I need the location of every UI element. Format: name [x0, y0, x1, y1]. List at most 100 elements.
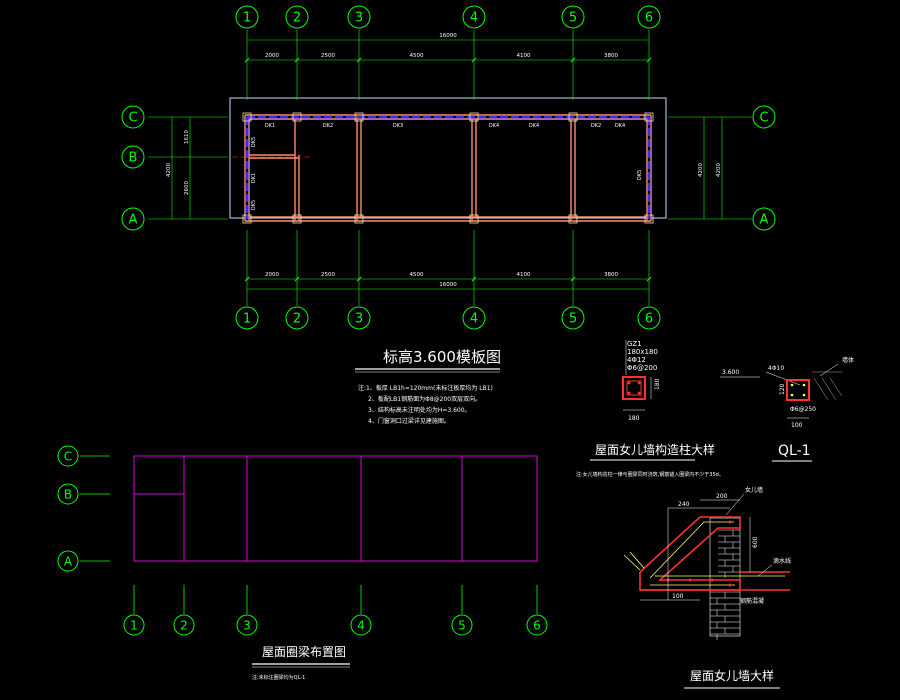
column-detail-note: 注:女儿墙构造柱一律与圈梁同时浇筑,钢筋锚入圈梁内不少于35d。: [576, 471, 724, 478]
ql-stirrup: Φ6@250: [790, 406, 816, 413]
axis-bubble-top-6: 6: [637, 5, 661, 29]
column-detail-title: 屋面女儿墙构造柱大样: [595, 442, 715, 457]
axis-bubble-left-1-label: B: [129, 151, 138, 166]
dim-span-bottom-3: 4100: [517, 272, 531, 278]
dim-right-inner: 4200: [698, 163, 704, 177]
ring-beam-lines: [133, 455, 538, 562]
parapet-dots: [666, 520, 732, 587]
column-square: [292, 214, 302, 224]
axis-bubble-top-4: 4: [462, 5, 486, 29]
column-bars: 4Φ12: [627, 356, 646, 364]
ring-bubble-2: A: [57, 550, 79, 572]
note-line: 注:1、板厚 LB1h=120mm(未标注板厚均为 LB1): [358, 384, 493, 392]
parapet-detail: 200 240 600 100 女儿墙 滴水线 钢筋混凝 屋面女儿墙大样: [623, 486, 791, 689]
slab-outline: [229, 97, 667, 219]
column-square: [644, 112, 654, 122]
dim-span-top-4: 3800: [604, 53, 618, 59]
ring-bubble-x-5: 5: [451, 614, 473, 636]
parapet-dim-top-a: 200: [716, 493, 728, 500]
axis-bubble-top-2: 2: [285, 5, 309, 29]
axis-bubble-top-3: 3: [347, 5, 371, 29]
column-square: [644, 214, 654, 224]
ring-bubble-1-label: B: [64, 487, 72, 501]
slab-edges: [245, 115, 651, 219]
ring-bubble-x-3: 3: [236, 614, 258, 636]
main-title: 标高3.600模板图: [383, 348, 501, 366]
beam-tag: DK4: [489, 123, 499, 129]
axis-bubble-right-c-label: C: [759, 111, 768, 126]
axis-bubble-top-4-label: 4: [470, 11, 478, 26]
ring-bubble-x-1: 1: [123, 614, 145, 636]
ring-plan-note: 注:未标注圈梁均为QL-1: [252, 674, 305, 681]
ql-dim-width: 100: [791, 422, 803, 429]
ql-bars: 4Φ10: [768, 365, 784, 372]
ql-title: QL-1: [778, 443, 811, 459]
axis-bubble-left-0-label: C: [128, 111, 137, 126]
dim-span-bottom-2: 4500: [410, 272, 424, 278]
beam-tag-vertical: DK5: [251, 200, 257, 210]
ring-bubble-x-2-label: 2: [180, 618, 188, 632]
axis-bubble-bottom-3: 3: [347, 306, 371, 330]
beam-tag-vertical: DK5: [637, 170, 643, 180]
dim-span-top-2: 4500: [410, 53, 424, 59]
axis-bubble-right-a-label: A: [760, 213, 769, 228]
column-square: [242, 112, 252, 122]
ql-label-right: 墙体: [842, 356, 854, 364]
ring-bubble-2-label: A: [64, 554, 73, 568]
ring-bubble-0-label: C: [64, 449, 72, 463]
beam-tag: DK4: [529, 123, 539, 129]
axis-bubble-bottom-2: 2: [285, 306, 309, 330]
dim-left-0: 1610: [184, 130, 190, 144]
beam-tag: DK2: [323, 123, 333, 129]
axis-bubble-top-1-label: 1: [243, 11, 251, 26]
dim-span-bottom-1: 2500: [321, 272, 335, 278]
column-square: [354, 214, 364, 224]
beam-tag-vertical: DK5: [251, 137, 257, 147]
note-line: 4、门窗洞口过梁详见建施图。: [368, 417, 450, 425]
column-square: [354, 112, 364, 122]
beam-tag-vertical: DK1: [251, 173, 257, 183]
brick-courses: [710, 529, 740, 640]
column-size: 180x180: [627, 348, 658, 356]
beam-tag: DK3: [393, 123, 403, 129]
ring-bubble-x-4-label: 4: [357, 618, 365, 632]
axis-bubble-right-c: C: [752, 105, 776, 129]
ring-axis-bubbles: C B A 1 2 3 4 5 6: [57, 445, 548, 636]
column-square: [469, 112, 479, 122]
column-square: [568, 214, 578, 224]
parapet-brick: [709, 517, 741, 637]
parapet-dim-top-b: 240: [678, 501, 690, 508]
ring-bubble-0: C: [57, 445, 79, 467]
ring-bubble-x-6-label: 6: [533, 618, 541, 632]
column-dim-bottom: 180: [628, 415, 640, 422]
column-square: [242, 214, 252, 224]
dim-span-top-0: 2000: [265, 53, 279, 59]
dim-left-1: 2600: [184, 181, 190, 195]
parapet-label-b: 滴水线: [773, 557, 791, 565]
note-line: 3、结构标高未注明处均为H=3.600。: [368, 406, 471, 414]
ring-bubble-x-6: 6: [526, 614, 548, 636]
ring-plan-title: 屋面圈梁布置图: [262, 644, 346, 659]
column-tag: GZ1: [627, 340, 642, 348]
dim-left-total: 4200: [166, 163, 172, 177]
axis-bubble-top-5: 5: [561, 5, 585, 29]
column-stirrup: Φ6@200: [627, 364, 657, 372]
ql-dim-height: 120: [779, 383, 786, 395]
axis-bubble-top-6-label: 6: [645, 11, 653, 26]
column-dim-side: 180: [654, 378, 661, 390]
note-line: 2、板配LB1钢筋面为Φ8@200双层双向。: [368, 395, 481, 403]
parapet-dim-bottom: 100: [672, 593, 684, 600]
beam-tag: DK4: [615, 123, 625, 129]
dim-total-top: 16000: [439, 33, 457, 39]
axis-bubble-bottom-4: 4: [462, 306, 486, 330]
column-detail: GZ1 180x180 4Φ12 Φ6@200 180 180 屋面女儿墙构造柱…: [576, 340, 724, 478]
column-square: [469, 214, 479, 224]
axis-bubble-left-2: A: [121, 207, 145, 231]
axis-bubble-top-3-label: 3: [355, 11, 363, 26]
columns: [242, 112, 654, 224]
parapet-label-a: 女儿墙: [745, 486, 763, 494]
parapet-label-c: 钢筋混凝: [740, 597, 764, 605]
axis-bubble-bottom-1-label: 1: [243, 312, 251, 327]
